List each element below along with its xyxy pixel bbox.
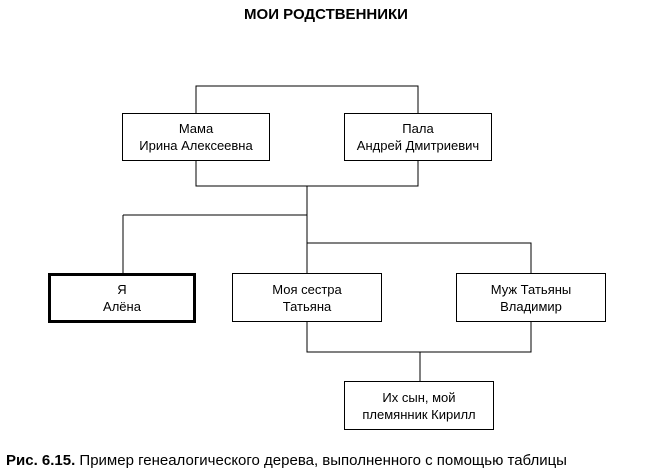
node-husband: Муж Татьяны Владимир bbox=[456, 273, 606, 322]
node-sister-line1: Моя сестра bbox=[272, 281, 342, 297]
connector-parents-top bbox=[195, 85, 419, 113]
node-me: Я Алёна bbox=[48, 273, 196, 323]
node-nephew: Их сын, мой племянник Кирилл bbox=[344, 381, 494, 430]
connector-couple-bottom bbox=[306, 322, 532, 353]
node-me-line1: Я bbox=[117, 282, 127, 297]
node-sister: Моя сестра Татьяна bbox=[232, 273, 382, 322]
node-me-line2: Алёна bbox=[103, 299, 141, 314]
node-nephew-line2: племянник Кирилл bbox=[362, 406, 476, 422]
figure-caption-label: Рис. 6.15. bbox=[6, 452, 76, 469]
node-father: Пала Андрей Дмитриевич bbox=[344, 113, 492, 161]
node-mother-line2: Ирина Алексеевна bbox=[139, 138, 253, 153]
figure-caption: Рис. 6.15. Пример генеалогического дерев… bbox=[6, 452, 652, 469]
node-sister-line2: Татьяна bbox=[282, 298, 332, 314]
diagram-title: МОИ РОДСТВЕННИКИ bbox=[244, 6, 408, 23]
node-nephew-line1: Их сын, мой bbox=[382, 389, 456, 405]
node-husband-line2: Владимир bbox=[500, 298, 562, 314]
connector-couple-top bbox=[307, 242, 532, 273]
node-father-line1: Пала bbox=[402, 121, 434, 136]
node-husband-line1: Муж Татьяны bbox=[490, 281, 572, 297]
node-mother-line1: Мама bbox=[178, 121, 214, 136]
connector-parents-bottom bbox=[195, 161, 419, 187]
figure-caption-text: Пример генеалогического дерева, выполнен… bbox=[75, 452, 567, 469]
node-father-line2: Андрей Дмитриевич bbox=[356, 138, 480, 153]
node-mother: Мама Ирина Алексеевна bbox=[122, 113, 270, 161]
